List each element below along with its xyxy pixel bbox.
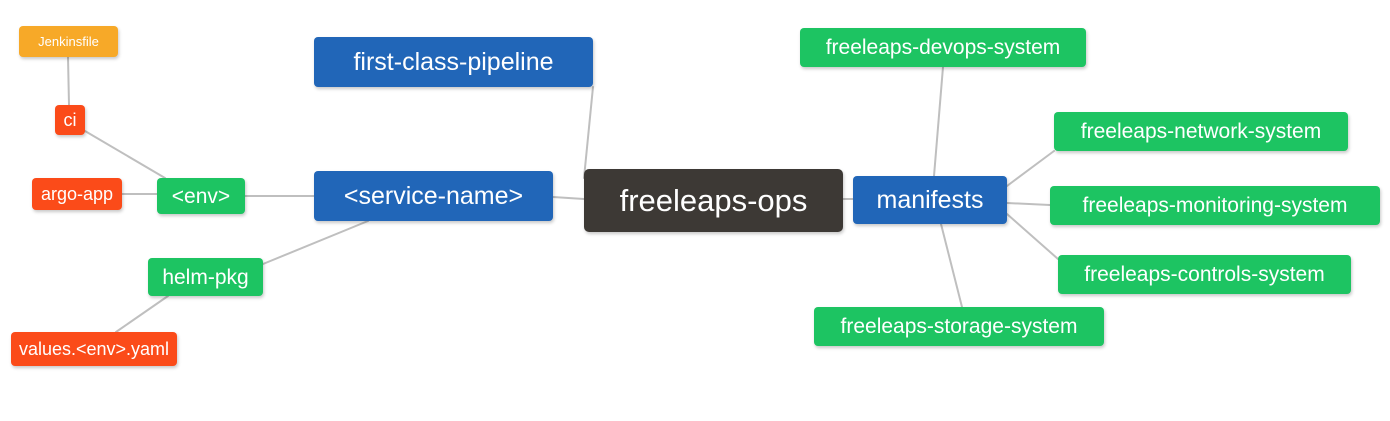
node-label: freeleaps-controls-system — [1084, 263, 1325, 286]
node-values-yaml[interactable]: values.<env>.yaml — [11, 332, 177, 366]
node-argo-app[interactable]: argo-app — [32, 178, 122, 210]
node-first-class-pipeline[interactable]: first-class-pipeline — [314, 37, 593, 87]
edge-root-to-first-class-pipeline — [583, 86, 594, 179]
node-root[interactable]: freeleaps-ops — [584, 169, 843, 232]
edge-helm-pkg-to-values-yaml — [115, 295, 169, 333]
node-label: manifests — [876, 185, 984, 214]
edge-manifests-to-freeleaps-storage-system — [940, 223, 963, 308]
node-service-name[interactable]: <service-name> — [314, 171, 553, 221]
node-label: helm-pkg — [162, 265, 249, 289]
node-freeleaps-network-system[interactable]: freeleaps-network-system — [1054, 112, 1348, 151]
node-ci[interactable]: ci — [55, 105, 85, 135]
edge-manifests-to-freeleaps-network-system — [1006, 150, 1055, 187]
node-label: freeleaps-devops-system — [825, 36, 1061, 59]
node-label: ci — [63, 110, 77, 130]
node-env[interactable]: <env> — [157, 178, 245, 214]
node-label: argo-app — [40, 184, 114, 204]
node-label: <service-name> — [343, 181, 524, 210]
node-freeleaps-storage-system[interactable]: freeleaps-storage-system — [814, 307, 1104, 346]
node-label: freeleaps-storage-system — [840, 315, 1078, 338]
node-label: Jenkinsfile — [38, 34, 99, 49]
node-freeleaps-devops-system[interactable]: freeleaps-devops-system — [800, 28, 1086, 67]
edge-manifests-to-freeleaps-monitoring-system — [1006, 202, 1051, 206]
node-label: freeleaps-monitoring-system — [1082, 194, 1348, 217]
edge-root-to-service-name — [552, 196, 585, 200]
edge-service-name-to-helm-pkg — [262, 220, 369, 265]
node-freeleaps-controls-system[interactable]: freeleaps-controls-system — [1058, 255, 1351, 294]
edge-env-to-ci — [84, 130, 166, 179]
node-label: <env> — [171, 184, 231, 208]
node-helm-pkg[interactable]: helm-pkg — [148, 258, 263, 296]
node-label: freeleaps-ops — [619, 183, 808, 218]
node-freeleaps-monitoring-system[interactable]: freeleaps-monitoring-system — [1050, 186, 1380, 225]
node-label: freeleaps-network-system — [1080, 120, 1322, 143]
edge-ci-to-jenkinsfile — [67, 56, 70, 106]
node-label: values.<env>.yaml — [18, 339, 170, 359]
node-jenkinsfile[interactable]: Jenkinsfile — [19, 26, 118, 57]
edge-manifests-to-freeleaps-devops-system — [933, 66, 944, 177]
node-label: first-class-pipeline — [353, 47, 554, 76]
node-manifests[interactable]: manifests — [853, 176, 1007, 224]
